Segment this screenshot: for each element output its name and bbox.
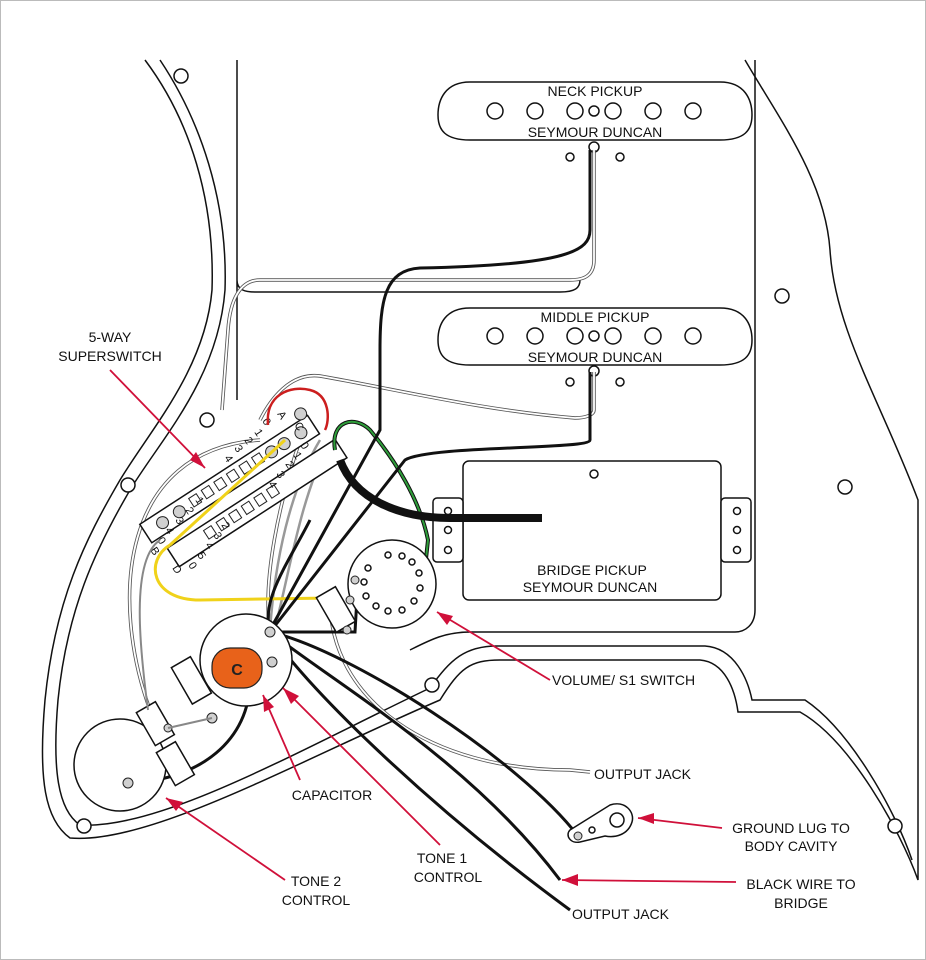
switch-terminal-label: 0 — [259, 416, 272, 428]
capacitor: C — [211, 647, 263, 689]
switch-terminal-label: 3 — [231, 443, 244, 455]
switch-terminal-label: 0 — [154, 535, 167, 547]
neck-pickup-brand: SEYMOUR DUNCAN — [528, 124, 663, 140]
switch-terminal-label: 2 — [241, 435, 254, 447]
tone2-label-line1: TONE 2 — [291, 873, 342, 889]
neck-pickup-label: NECK PICKUP — [548, 83, 643, 99]
output-jack-label-2: OUTPUT JACK — [572, 906, 670, 922]
annotation-arrows — [109, 369, 737, 886]
switch-terminal-labels: A 0 1 2 3 4 C 0 1 2 3 4 B 0 4 3 2 1 D 0 … — [147, 409, 310, 576]
switch-terminal-label: 0 — [297, 440, 310, 452]
ground-lug-label-line2: BODY CAVITY — [745, 838, 839, 854]
switch-terminal-label: 2 — [282, 459, 295, 471]
tone1-label-line2: CONTROL — [414, 869, 483, 885]
bridge-pickup-label: BRIDGE PICKUP — [537, 562, 647, 578]
switch-terminal-label: 4 — [202, 540, 215, 552]
switch-terminal-label: 0 — [185, 560, 198, 572]
switch-terminal-label: 1 — [251, 427, 264, 439]
cavity-outline — [236, 60, 581, 400]
switch-label-line2: SUPERSWITCH — [58, 348, 161, 364]
bridge-pickup-brand: SEYMOUR DUNCAN — [523, 579, 658, 595]
volume-label: VOLUME/ S1 SWITCH — [552, 672, 695, 688]
bridge-pickup-cable — [336, 458, 542, 522]
black-wire-label-line2: BRIDGE — [774, 895, 828, 911]
middle-pickup: MIDDLE PICKUP SEYMOUR DUNCAN — [437, 307, 753, 387]
ground-lug — [567, 803, 634, 844]
switch-terminal-label: 2 — [182, 505, 195, 517]
middle-pickup-brand: SEYMOUR DUNCAN — [528, 349, 663, 365]
tone1-label-line1: TONE 1 — [417, 850, 468, 866]
red-wire — [266, 387, 329, 431]
screw-holes — [76, 68, 903, 834]
capacitor-label: CAPACITOR — [292, 787, 372, 803]
switch-terminal-label: 3 — [172, 515, 185, 527]
switch-terminal-label: 5 — [194, 550, 207, 562]
thin-white-wires-core — [128, 150, 595, 773]
neck-pickup: NECK PICKUP SEYMOUR DUNCAN — [437, 81, 753, 162]
switch-terminal-label: 1 — [192, 495, 205, 507]
tone2-pot — [73, 539, 213, 812]
capacitor-mark: C — [231, 662, 243, 679]
switch-terminal-label: 3 — [273, 469, 286, 481]
switch-terminal-label: 1 — [290, 450, 303, 462]
switch-label-line1: 5-WAY — [89, 329, 132, 345]
yellow-wire — [153, 438, 331, 602]
pickguard-outline — [41, 59, 919, 881]
switch-terminal-label: 4 — [162, 525, 175, 537]
black-wire-label-line1: BLACK WIRE TO — [746, 876, 855, 892]
bridge-pickup: BRIDGE PICKUP SEYMOUR DUNCAN — [432, 460, 752, 601]
middle-pickup-label: MIDDLE PICKUP — [541, 309, 650, 325]
output-jack-label-1: OUTPUT JACK — [594, 766, 692, 782]
switch-terminal-label: 3 — [210, 530, 223, 542]
ground-lug-label-line1: GROUND LUG TO — [732, 820, 850, 836]
switch-terminal-label: 4 — [221, 453, 234, 465]
volume-pot — [315, 539, 437, 635]
switch-terminal-label: 2 — [218, 520, 231, 532]
switch-terminal-label: 4 — [265, 479, 278, 491]
tone2-label-line2: CONTROL — [282, 892, 351, 908]
